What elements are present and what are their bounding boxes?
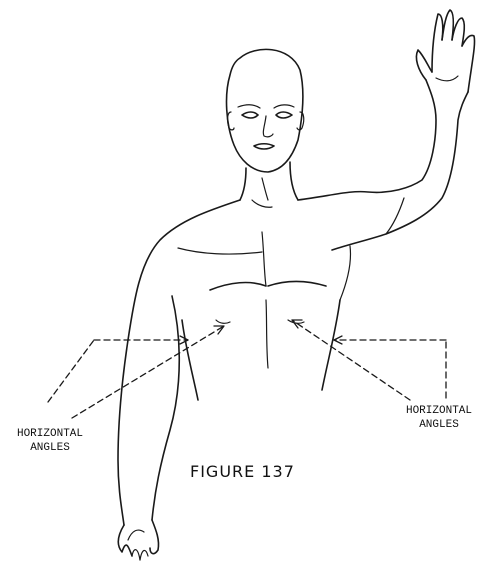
right-angle-pointers xyxy=(292,320,446,400)
left-angle-pointers xyxy=(48,326,224,418)
right-arm xyxy=(298,10,475,300)
neck xyxy=(240,162,298,207)
face xyxy=(238,105,294,149)
right-horizontal-angles-label: HORIZONTAL ANGLES xyxy=(384,404,494,432)
left-label-line2: ANGLES xyxy=(2,441,98,455)
right-label-line1: HORIZONTAL xyxy=(384,404,494,418)
left-horizontal-angles-label: HORIZONTAL ANGLES xyxy=(2,427,98,455)
left-label-line1: HORIZONTAL xyxy=(2,427,98,441)
torso xyxy=(178,232,340,400)
head xyxy=(227,49,304,172)
right-label-line2: ANGLES xyxy=(384,418,494,432)
figure-caption: FIGURE 137 xyxy=(190,462,295,481)
